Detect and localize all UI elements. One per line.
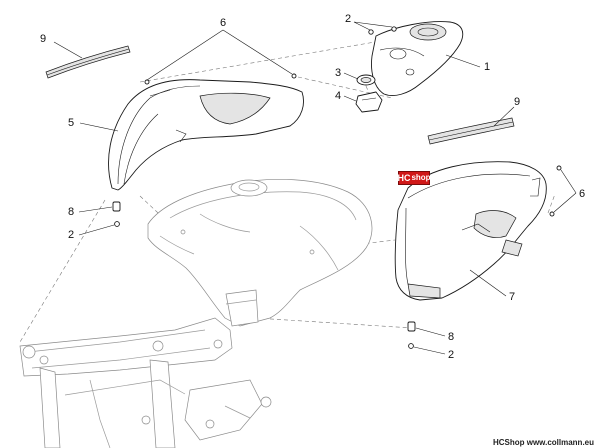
callout-2-right: 2 [448, 349, 454, 361]
callout-4: 4 [335, 90, 341, 102]
fuel-tank-ghost [147, 178, 373, 327]
callout-9-right: 9 [514, 96, 520, 108]
callout-labels: 1 2 2 2 3 4 5 6 6 7 8 8 9 9 [40, 13, 585, 361]
callout-2-top: 2 [345, 13, 351, 25]
callout-8-left: 8 [68, 206, 74, 218]
cover-plate [371, 21, 464, 96]
callout-2-left: 2 [68, 229, 74, 241]
callout-8-right: 8 [448, 331, 454, 343]
left-side-cover [108, 79, 304, 191]
hcshop-logo-badge: HC shop [397, 171, 431, 185]
callout-6-right: 6 [579, 188, 585, 200]
leader-lines [53, 21, 577, 355]
badge-text-shop: shop [411, 173, 431, 182]
callout-9-left: 9 [40, 33, 46, 45]
callout-5: 5 [68, 117, 74, 129]
badge-text-hc: HC [397, 173, 411, 183]
bracket [355, 91, 383, 113]
callout-3: 3 [335, 67, 341, 79]
footer-watermark: HCShop www.collmann.eu [492, 438, 594, 447]
trim-strip-right [427, 117, 515, 145]
hardware [112, 26, 562, 349]
bushing [356, 74, 376, 86]
callout-1: 1 [484, 61, 490, 73]
trim-strip-left [45, 45, 131, 79]
callout-6-top: 6 [220, 17, 226, 29]
frame-outline [19, 317, 272, 448]
callout-7: 7 [509, 291, 515, 303]
right-side-cover [394, 161, 547, 301]
